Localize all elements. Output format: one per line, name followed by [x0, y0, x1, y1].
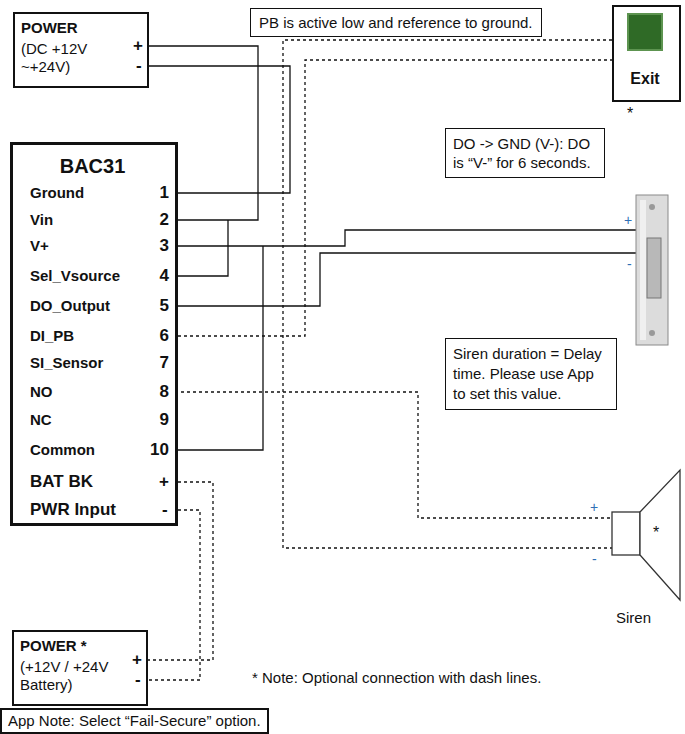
- dashed-wire: [178, 60, 612, 336]
- note-box: DO -> GND (V-): DO is “V-” for 6 seconds…: [445, 128, 605, 178]
- terminal-text: (+12V / +24V Battery): [20, 658, 126, 694]
- terminal-text: 10: [141, 440, 169, 460]
- screw-hole: [649, 330, 655, 336]
- terminal-text: V+: [30, 236, 49, 256]
- terminal-text: Common: [30, 440, 95, 460]
- terminal-text: 1: [141, 183, 169, 203]
- wire: [175, 230, 636, 246]
- siren-horn: [640, 470, 680, 600]
- terminal-text: SI_Sensor: [30, 353, 103, 373]
- polarity-mark: -: [592, 551, 597, 567]
- terminal-text: (DC +12V ~+24V): [21, 40, 116, 76]
- terminal-text: 2: [141, 210, 169, 230]
- polarity-mark: -: [627, 256, 632, 272]
- exit-button-box: Exit: [612, 5, 681, 102]
- note-text: PB is active low and reference to ground…: [259, 13, 533, 32]
- electric-strike: [636, 195, 668, 345]
- terminal-text: 9: [141, 410, 169, 430]
- footnote-text: * Note: Optional connection with dash li…: [252, 670, 541, 686]
- wire: [175, 220, 228, 276]
- exit-button-face: [627, 13, 663, 51]
- terminal-text: DI_PB: [30, 326, 74, 346]
- part-name: Siren: [616, 610, 651, 626]
- terminal-text: NO: [30, 382, 53, 402]
- terminal-text: 7: [141, 353, 169, 373]
- terminal-text: -: [162, 500, 168, 520]
- wire: [175, 253, 636, 306]
- note-box: Siren duration = Delay time. Please use …: [445, 338, 617, 410]
- note-text: DO -> GND (V-): DO is “V-” for 6 seconds…: [453, 134, 597, 172]
- note-text: App Note: Select “Fail-Secure” option.: [8, 712, 261, 730]
- terminal-text: DO_Output: [30, 296, 110, 316]
- strike-latch: [647, 238, 661, 298]
- terminal-text: Ground: [30, 183, 84, 203]
- terminal-text: POWER *: [20, 636, 87, 656]
- footnote-mark: *: [653, 525, 659, 541]
- dashed-wire: [283, 40, 612, 548]
- terminal-text: +: [132, 650, 142, 670]
- terminal-text: 4: [141, 266, 169, 286]
- footnote-mark: *: [627, 106, 633, 122]
- siren-symbol: [612, 470, 680, 600]
- strike-highlight: [640, 200, 646, 340]
- terminal-text: Sel_Vsource: [30, 266, 120, 286]
- dashed-wire: [148, 510, 200, 680]
- terminal-text: +: [133, 36, 143, 56]
- terminal-text: BAC31: [13, 154, 172, 178]
- terminal-text: 6: [141, 326, 169, 346]
- terminal-text: -: [136, 56, 142, 76]
- terminal-text: 5: [141, 296, 169, 316]
- terminal-text: 3: [141, 236, 169, 256]
- terminal-text: PWR Input: [30, 500, 116, 520]
- terminal-text: -: [135, 670, 141, 690]
- note-box: PB is active low and reference to ground…: [250, 8, 542, 37]
- dashed-wire: [175, 392, 612, 518]
- strike-plate: [636, 195, 668, 345]
- note-text: Siren duration = Delay time. Please use …: [453, 344, 609, 404]
- polarity-mark: +: [624, 212, 632, 228]
- wire: [175, 246, 263, 450]
- app-note-box: App Note: Select “Fail-Secure” option.: [0, 708, 269, 734]
- polarity-mark: +: [590, 499, 598, 515]
- terminal-text: Vin: [30, 210, 53, 230]
- power-supply-box: POWER(DC +12V ~+24V) +-: [13, 12, 149, 88]
- terminal-text: Exit: [614, 69, 676, 89]
- siren-body: [612, 512, 640, 555]
- terminal-text: 8: [141, 382, 169, 402]
- screw-hole: [649, 204, 655, 210]
- terminal-text: +: [159, 472, 169, 492]
- terminal-text: POWER: [21, 18, 78, 38]
- terminal-text: BAT BK: [30, 472, 93, 492]
- controller-box: BAC31Ground 1Vin 2V+ 3Sel_Vsource 4DO_Output…: [10, 142, 178, 526]
- battery-box: POWER *(+12V / +24V Battery) +-: [12, 630, 148, 706]
- terminal-text: NC: [30, 410, 52, 430]
